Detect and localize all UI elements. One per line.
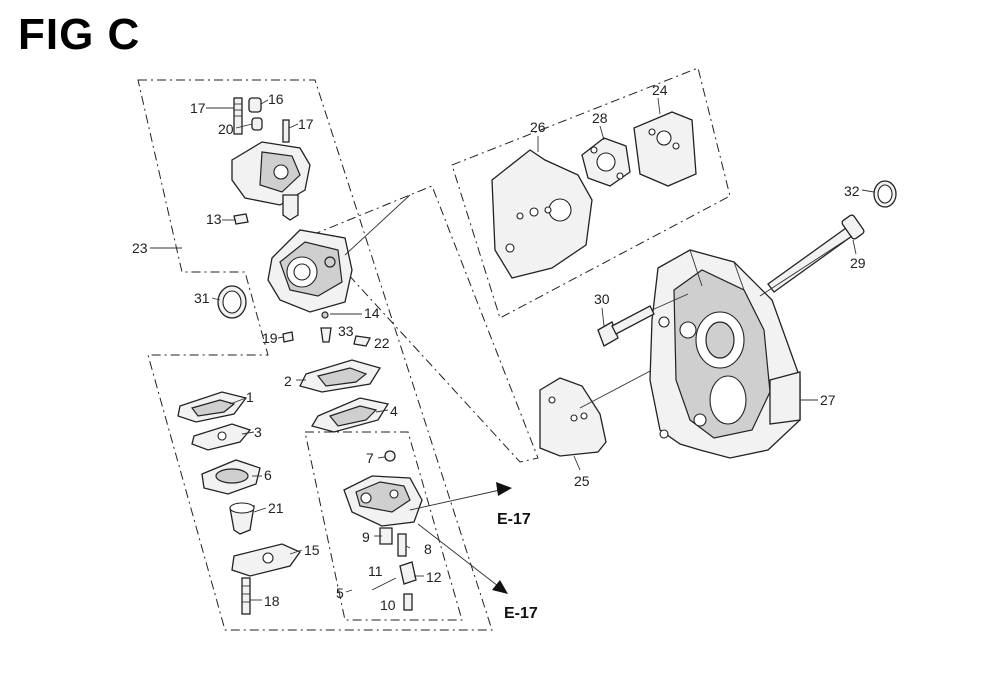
part-33-shape [320, 327, 332, 343]
group-outline-lower-carb [304, 431, 463, 621]
callout-23: 23 [132, 240, 148, 256]
intake-insulator-27 [649, 249, 801, 459]
callout-32: 32 [844, 183, 860, 199]
reference-label-upper: E-17 [497, 511, 531, 528]
callout-26: 26 [530, 119, 546, 135]
reference-arrow-lower [417, 523, 508, 594]
callout-10: 10 [380, 597, 396, 613]
callout-8: 8 [424, 541, 432, 557]
callout-14: 14 [364, 305, 380, 321]
figure-title: FIG C [18, 10, 141, 59]
callout-19: 19 [262, 330, 278, 346]
callout-31: 31 [194, 290, 210, 306]
callout-12: 12 [426, 569, 442, 585]
callout-2: 2 [284, 373, 292, 389]
part-19-shape [282, 331, 294, 343]
callout-24: 24 [652, 82, 668, 98]
callout-18: 18 [264, 593, 280, 609]
callout-11: 11 [368, 563, 383, 579]
reference-label-lower: E-17 [504, 605, 538, 622]
callout-13: 13 [206, 211, 222, 227]
part-14-shape [321, 311, 329, 319]
long-bolt-29 [759, 214, 865, 297]
plate-25 [539, 349, 691, 457]
callout-25: 25 [574, 473, 590, 489]
carburetor-upper-assembly [231, 97, 311, 225]
callout-20: 20 [218, 121, 234, 137]
left-stack-parts [177, 391, 301, 615]
callout-3: 3 [254, 424, 262, 440]
group-outline-mid [311, 185, 539, 463]
callout-22: 22 [374, 335, 390, 351]
callout-30: 30 [594, 291, 610, 307]
group-outline-gaskets [451, 67, 731, 319]
callout-21: 21 [268, 500, 284, 516]
callout-28: 28 [592, 110, 608, 126]
bolt-30 [597, 293, 689, 347]
callout-17-upper: 17 [190, 100, 206, 116]
callout-6: 6 [264, 467, 272, 483]
carburetor-mid-body [267, 194, 411, 313]
callout-16: 16 [268, 91, 284, 107]
callout-4: 4 [390, 403, 398, 419]
gasket-26 [491, 149, 593, 279]
callout-9: 9 [362, 529, 370, 545]
gasket-24 [633, 111, 697, 187]
part-22-shape [353, 335, 371, 347]
leader-lines [150, 97, 875, 601]
gasket-28 [581, 137, 631, 187]
callout-7: 7 [366, 450, 374, 466]
carburetor-lower-body [343, 450, 423, 611]
callout-27: 27 [820, 392, 836, 408]
callout-29: 29 [850, 255, 866, 271]
group-outline-23 [137, 79, 493, 631]
callout-33: 33 [338, 323, 354, 339]
callout-5: 5 [336, 585, 344, 601]
callout-15: 15 [304, 542, 320, 558]
callout-17-right: 17 [298, 116, 314, 132]
reference-arrow-upper [409, 482, 512, 511]
callout-1: 1 [246, 389, 254, 405]
